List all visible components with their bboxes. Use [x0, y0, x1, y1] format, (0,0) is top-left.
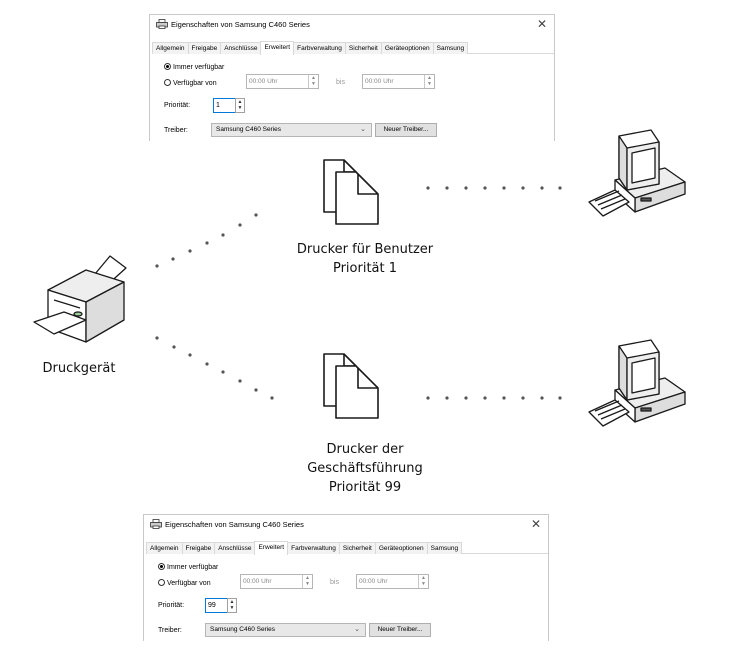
- spin-arrows-icon[interactable]: ▲▼: [418, 575, 428, 588]
- driver-select[interactable]: Samsung C460 Series ⌄: [211, 123, 372, 137]
- radio-unselected-icon[interactable]: [158, 579, 165, 586]
- driver-value: Samsung C460 Series: [210, 626, 276, 633]
- from-label: Verfügbar von: [173, 80, 217, 87]
- computer-icon: [588, 339, 686, 427]
- printer-icon: [156, 19, 168, 29]
- tab-samsung[interactable]: Samsung: [426, 542, 463, 554]
- close-icon[interactable]: ✕: [536, 17, 548, 31]
- dialog-title: Eigenschaften von Samsung C460 Series: [165, 520, 304, 529]
- printer-bottom-line1: Drucker der: [326, 442, 404, 457]
- chevron-down-icon: ⌄: [354, 626, 360, 633]
- printer-bottom-line3: Priorität 99: [328, 480, 402, 495]
- radio-selected-icon[interactable]: [164, 63, 171, 70]
- priority-label: Priorität:: [158, 602, 185, 609]
- from-label: Verfügbar von: [167, 580, 211, 587]
- documents-icon: [323, 353, 379, 419]
- tab-erweitert[interactable]: Erweitert: [254, 541, 289, 555]
- always-label: Immer verfügbar: [167, 564, 219, 571]
- time-to-input[interactable]: 00:00 Uhr ▲▼: [362, 74, 435, 89]
- printer-top-line2: Priorität 1: [332, 261, 398, 276]
- bis-label: bis: [336, 79, 345, 86]
- computer-icon: [588, 129, 686, 217]
- priority-input[interactable]: 99 ▲▼: [205, 598, 237, 613]
- time-to-value: 00:00 Uhr: [365, 78, 394, 85]
- properties-dialog-bottom: Eigenschaften von Samsung C460 Series ✕ …: [143, 514, 549, 641]
- device-label: Druckgerät: [42, 361, 116, 376]
- priority-value: 99: [208, 602, 216, 609]
- time-from-input[interactable]: 00:00 Uhr ▲▼: [246, 74, 319, 89]
- properties-dialog-top: Eigenschaften von Samsung C460 Series ✕ …: [149, 14, 555, 141]
- time-to-value: 00:00 Uhr: [359, 578, 388, 585]
- spin-arrows-icon[interactable]: ▲▼: [308, 75, 318, 88]
- spin-arrows-icon[interactable]: ▲▼: [302, 575, 312, 588]
- printer-icon: [150, 519, 162, 529]
- tab-strip: Allgemein Freigabe Anschlüsse Erweitert …: [152, 40, 554, 55]
- bis-label: bis: [330, 579, 339, 586]
- tab-erweitert[interactable]: Erweitert: [260, 41, 295, 55]
- radio-always[interactable]: Immer verfügbar: [158, 563, 218, 571]
- driver-value: Samsung C460 Series: [216, 126, 282, 133]
- time-to-input[interactable]: 00:00 Uhr ▲▼: [356, 574, 429, 589]
- new-driver-button[interactable]: Neuer Treiber...: [375, 123, 437, 137]
- time-from-value: 00:00 Uhr: [243, 578, 272, 585]
- radio-from[interactable]: Verfügbar von: [158, 579, 211, 587]
- tab-strip: Allgemein Freigabe Anschlüsse Erweitert …: [146, 540, 548, 555]
- printer-device-icon: [33, 255, 127, 343]
- printer-top-label: Drucker für Benutzer Priorität 1: [265, 240, 465, 278]
- priority-label: Priorität:: [164, 102, 191, 109]
- documents-icon: [323, 159, 379, 225]
- tab-samsung[interactable]: Samsung: [432, 42, 469, 54]
- driver-label: Treiber:: [158, 627, 182, 634]
- printer-bottom-line2: Geschäftsführung: [307, 461, 423, 476]
- close-icon[interactable]: ✕: [530, 517, 542, 531]
- time-from-input[interactable]: 00:00 Uhr ▲▼: [240, 574, 313, 589]
- radio-from[interactable]: Verfügbar von: [164, 79, 217, 87]
- printer-top-line1: Drucker für Benutzer: [296, 242, 434, 257]
- dialog-title-bar: Eigenschaften von Samsung C460 Series ✕: [150, 15, 554, 35]
- spin-arrows-icon[interactable]: ▲▼: [227, 598, 237, 613]
- dialog-title-bar: Eigenschaften von Samsung C460 Series ✕: [144, 515, 548, 535]
- priority-value: 1: [216, 102, 220, 109]
- always-label: Immer verfügbar: [173, 64, 225, 71]
- priority-input[interactable]: 1 ▲▼: [213, 98, 245, 113]
- time-from-value: 00:00 Uhr: [249, 78, 278, 85]
- printer-bottom-label: Drucker der Geschäftsführung Priorität 9…: [255, 440, 475, 497]
- spin-arrows-icon[interactable]: ▲▼: [424, 75, 434, 88]
- driver-select[interactable]: Samsung C460 Series ⌄: [205, 623, 366, 637]
- dialog-title: Eigenschaften von Samsung C460 Series: [171, 20, 310, 29]
- spin-arrows-icon[interactable]: ▲▼: [235, 98, 245, 113]
- chevron-down-icon: ⌄: [360, 126, 366, 133]
- radio-always[interactable]: Immer verfügbar: [164, 63, 224, 71]
- driver-label: Treiber:: [164, 127, 188, 134]
- new-driver-button[interactable]: Neuer Treiber...: [369, 623, 431, 637]
- radio-unselected-icon[interactable]: [164, 79, 171, 86]
- radio-selected-icon[interactable]: [158, 563, 165, 570]
